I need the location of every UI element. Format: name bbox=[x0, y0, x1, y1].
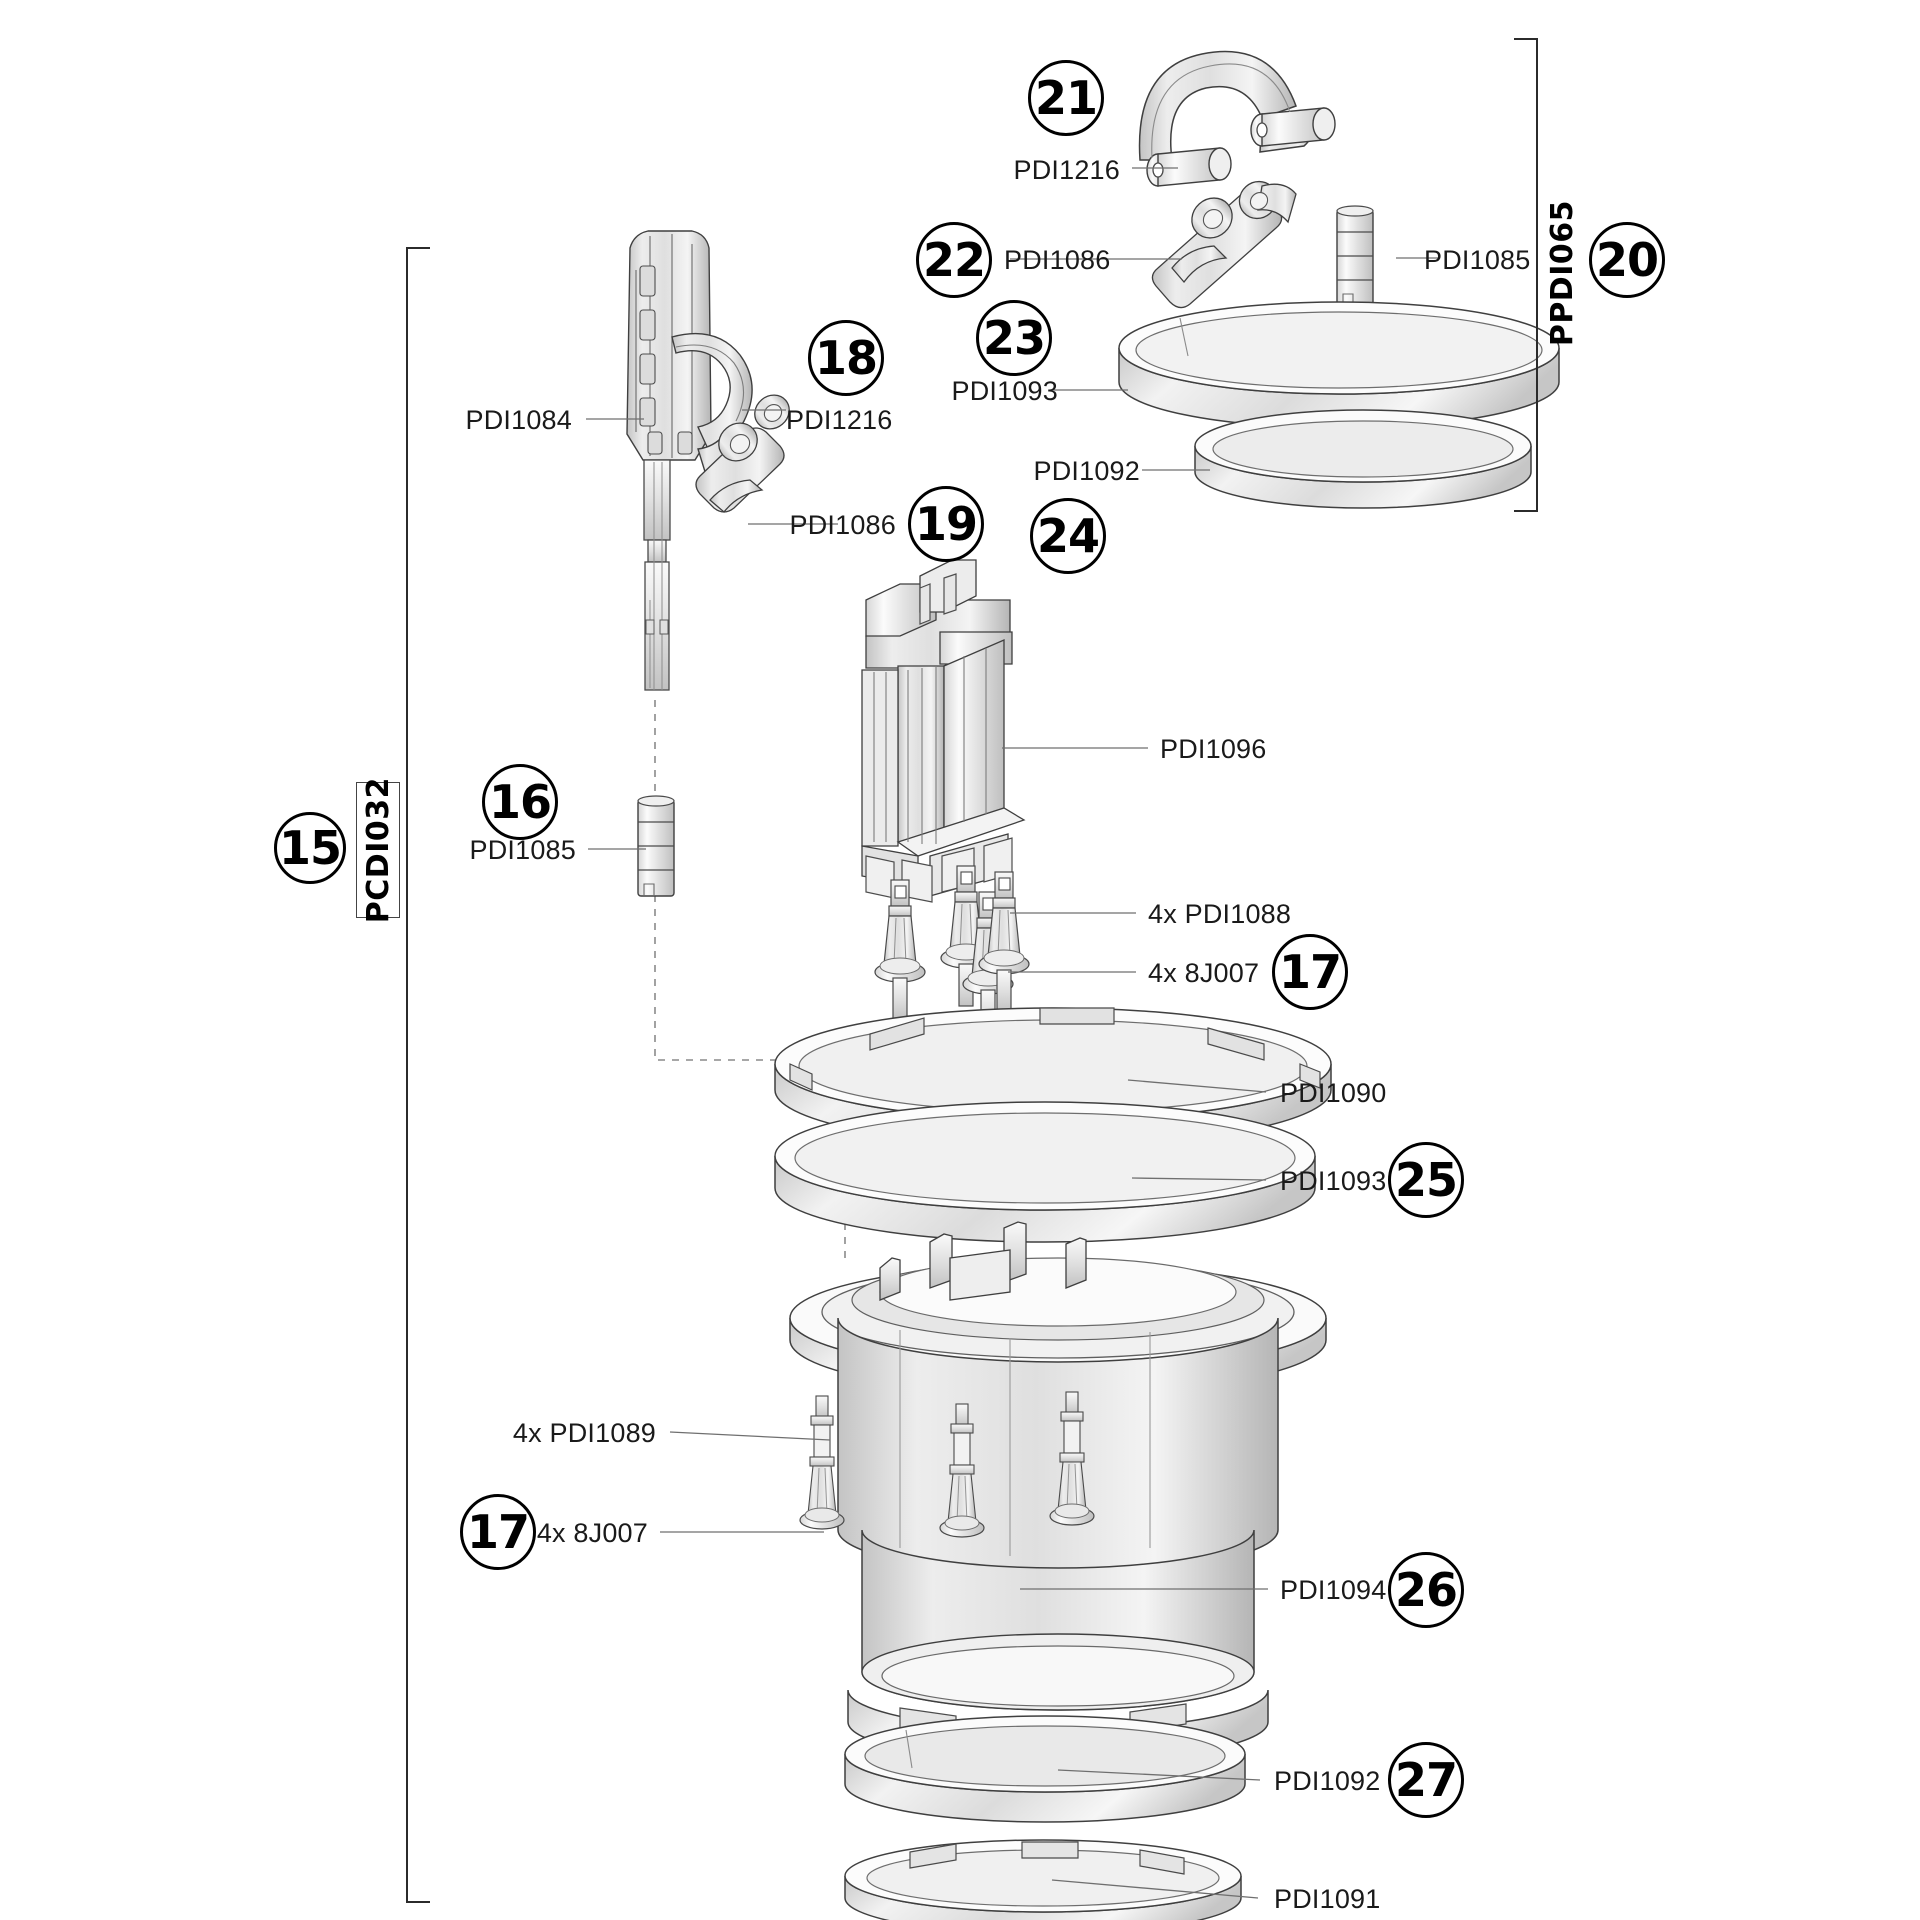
callout-22[interactable]: 22 bbox=[916, 222, 992, 298]
callout-16-number: 16 bbox=[488, 775, 552, 829]
callout-17-bottom[interactable]: 17 bbox=[460, 1494, 536, 1570]
part-label-pdi1096: PDI1096 bbox=[1160, 734, 1267, 764]
callout-18-number: 18 bbox=[814, 331, 878, 385]
callout-15[interactable]: 15 bbox=[274, 812, 346, 884]
part-label-pdi1216-21: PDI1216 bbox=[1013, 155, 1120, 185]
assembly-code-ppdi065: PPDI065 bbox=[1545, 200, 1580, 347]
part-label-8j007-bottom: 4x 8J007 bbox=[536, 1518, 648, 1548]
callout-26[interactable]: 26 bbox=[1388, 1552, 1464, 1628]
callout-17-top-number: 17 bbox=[1278, 945, 1342, 999]
part-label-pdi1091: PDI1091 bbox=[1274, 1884, 1381, 1914]
assembly-bracket-left bbox=[406, 247, 430, 1903]
callout-22-number: 22 bbox=[922, 233, 986, 287]
callout-16[interactable]: 16 bbox=[482, 764, 558, 840]
part-label-pdi1090: PDI1090 bbox=[1280, 1078, 1387, 1108]
callout-24[interactable]: 24 bbox=[1030, 498, 1106, 574]
part-label-pdi1093-25: PDI1093 bbox=[1280, 1166, 1387, 1196]
callout-19[interactable]: 19 bbox=[908, 486, 984, 562]
part-label-pdi1092-27: PDI1092 bbox=[1274, 1766, 1381, 1796]
assembly-code-pcdi032-box: PCDI032 bbox=[356, 777, 400, 923]
callout-20-number: 20 bbox=[1595, 233, 1659, 287]
callout-23-number: 23 bbox=[982, 311, 1046, 365]
callout-19-number: 19 bbox=[914, 497, 978, 551]
part-label-pdi1084: PDI1084 bbox=[465, 405, 572, 435]
part-label-pdi1086-19: PDI1086 bbox=[789, 510, 896, 540]
callout-21[interactable]: 21 bbox=[1028, 60, 1104, 136]
callout-26-number: 26 bbox=[1394, 1563, 1458, 1617]
part-label-pdi1086-22: PDI1086 bbox=[1004, 245, 1111, 275]
part-label-pdi1089: 4x PDI1089 bbox=[512, 1418, 656, 1448]
part-label-pdi1094: PDI1094 bbox=[1280, 1575, 1387, 1605]
callout-20[interactable]: 20 bbox=[1589, 222, 1665, 298]
callout-25-number: 25 bbox=[1394, 1153, 1458, 1207]
assembly-bracket-right bbox=[1514, 38, 1538, 512]
callout-17-bottom-number: 17 bbox=[466, 1505, 530, 1559]
callout-18[interactable]: 18 bbox=[808, 320, 884, 396]
part-label-pdi1088: 4x PDI1088 bbox=[1148, 899, 1292, 929]
part-label-pdi1092-24: PDI1092 bbox=[1033, 456, 1140, 486]
callout-27[interactable]: 27 bbox=[1388, 1742, 1464, 1818]
callout-25[interactable]: 25 bbox=[1388, 1142, 1464, 1218]
part-label-pdi1093-23: PDI1093 bbox=[951, 376, 1058, 406]
assembly-code-pcdi032: PCDI032 bbox=[360, 776, 396, 924]
callout-15-number: 15 bbox=[278, 821, 342, 875]
callout-21-number: 21 bbox=[1034, 71, 1098, 125]
callout-17-top[interactable]: 17 bbox=[1272, 934, 1348, 1010]
callout-27-number: 27 bbox=[1394, 1753, 1458, 1807]
callout-24-number: 24 bbox=[1036, 509, 1100, 563]
part-label-pdi1085-16: PDI1085 bbox=[469, 835, 576, 865]
callout-23[interactable]: 23 bbox=[976, 300, 1052, 376]
part-label-pdi1216-18: PDI1216 bbox=[786, 405, 893, 435]
part-label-pdi1085-20: PDI1085 bbox=[1424, 245, 1531, 275]
part-label-8j007-top: 4x 8J007 bbox=[1148, 958, 1260, 988]
